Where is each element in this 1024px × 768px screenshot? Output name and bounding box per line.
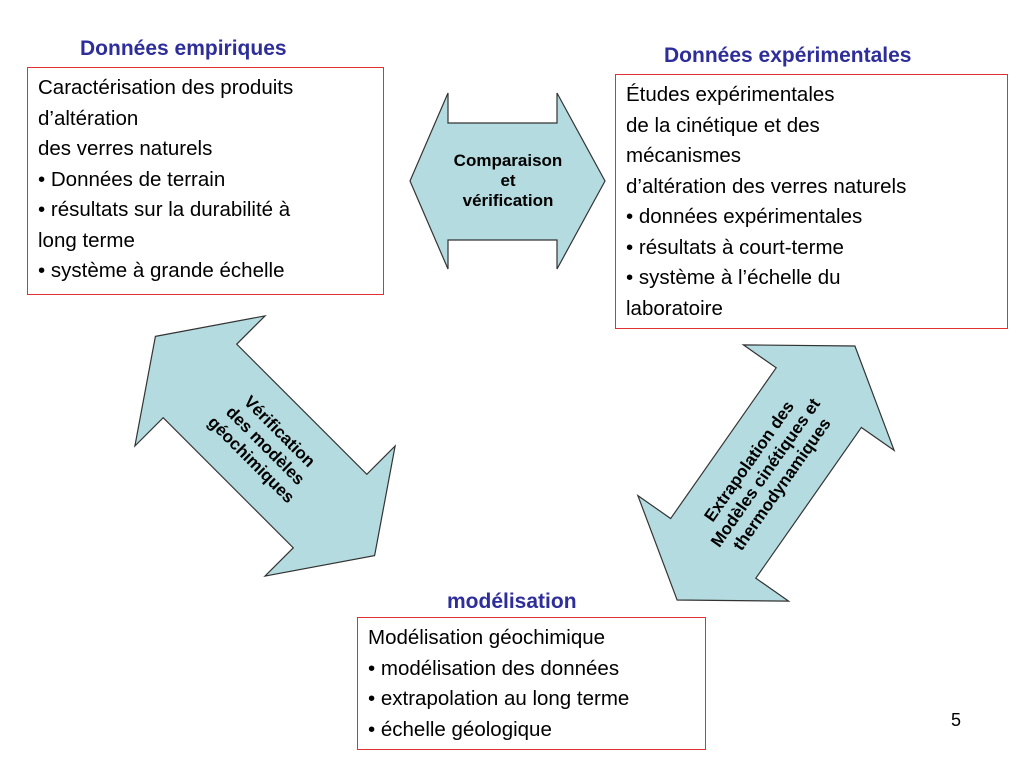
box-line: • échelle géologique [368, 717, 552, 741]
box-line: • système à grande échelle [38, 259, 285, 282]
box-line: des verres naturels [38, 137, 213, 160]
heading-experimental: Données expérimentales [664, 44, 912, 67]
box-line: laboratoire [626, 296, 723, 320]
box-line: mécanismes [626, 144, 742, 167]
heading-empirical: Données empiriques [80, 37, 287, 60]
box-line: • données expérimentales [626, 205, 863, 228]
page-number: 5 [951, 710, 962, 730]
box-line: d’altération [38, 106, 139, 130]
box-line: • résultats à court-terme [626, 235, 844, 259]
heading-modeling: modélisation [447, 590, 577, 613]
modeling-box: Modélisation géochimique • modélisation … [357, 617, 706, 750]
arrow-label-line: vérification [462, 191, 554, 210]
box-line: Études expérimentales [626, 83, 835, 106]
arrow-label-line: Comparaison [453, 151, 563, 170]
box-line: • extrapolation au long terme [368, 687, 630, 710]
arrow-label-line: et [500, 171, 516, 190]
box-line: d’altération des verres naturels [626, 174, 907, 198]
comparison-arrow-label: Comparaison et vérification [418, 151, 598, 211]
box-line: de la cinétique et des [626, 113, 820, 137]
experimental-data-box: Études expérimentales de la cinétique et… [615, 74, 1008, 329]
extrapolation-double-arrow [636, 344, 896, 602]
box-line: • résultats sur la durabilité à [38, 198, 291, 221]
comparison-double-arrow [409, 92, 606, 270]
box-line: Modélisation géochimique [368, 626, 606, 649]
box-line: long terme [38, 228, 135, 252]
box-line: Caractérisation des produits [38, 76, 294, 99]
empirical-data-box: Caractérisation des produits d’altératio… [27, 67, 384, 295]
box-line: • système à l’échelle du [626, 266, 841, 289]
box-line: • modélisation des données [368, 656, 620, 680]
box-line: • Données de terrain [38, 167, 226, 191]
verification-double-arrow [133, 314, 397, 578]
